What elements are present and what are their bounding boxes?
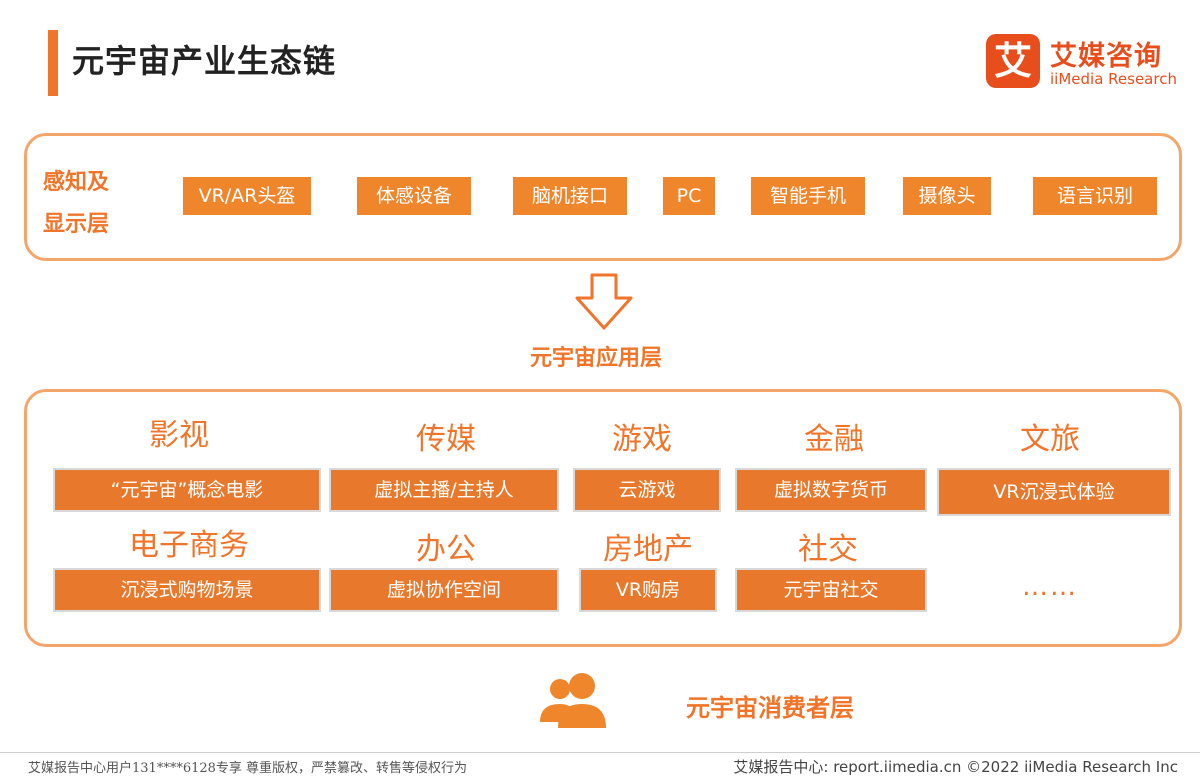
category-games: 游戏: [612, 422, 672, 457]
down-arrow-icon: [575, 273, 633, 330]
category-tourism: 文旅: [1020, 422, 1080, 457]
category-office: 办公: [416, 532, 476, 567]
footer-divider: [0, 752, 1200, 753]
device-chip: 脑机接口: [513, 177, 627, 215]
more-ellipsis: ……: [1022, 572, 1078, 602]
page-title: 元宇宙产业生态链: [72, 42, 337, 80]
category-finance: 金融: [804, 422, 864, 457]
item-chip: 虚拟主播/主持人: [329, 468, 559, 512]
perception-label-line1: 感知及: [43, 170, 110, 195]
item-chip: VR购房: [579, 568, 717, 612]
device-chip: VR/AR头盔: [183, 177, 311, 215]
item-chip: VR沉浸式体验: [937, 468, 1171, 516]
category-ecommerce: 电子商务: [129, 528, 249, 563]
item-chip: 元宇宙社交: [735, 568, 927, 612]
logo-mark: 艾: [986, 34, 1040, 88]
category-film: 影视: [149, 418, 209, 453]
perception-layer-panel: 感知及 显示层 VR/AR头盔 体感设备 脑机接口 PC 智能手机 摄像头 语言…: [24, 133, 1182, 261]
item-chip: 云游戏: [573, 468, 721, 512]
users-icon: [540, 673, 606, 728]
logo-cn-text: 艾媒咨询: [1050, 41, 1162, 72]
perception-layer-label: 感知及 显示层: [43, 162, 133, 246]
logo-en-text: iiMedia Research: [1050, 70, 1177, 88]
category-media: 传媒: [416, 422, 476, 457]
footer-source: 艾媒报告中心: report.iimedia.cn ©2022 iiMedia …: [733, 758, 1178, 776]
item-chip: 虚拟数字货币: [735, 468, 927, 512]
perception-label-line2: 显示层: [43, 212, 110, 237]
device-chip: PC: [663, 177, 715, 215]
item-chip: 虚拟协作空间: [329, 568, 559, 612]
consumer-layer-label: 元宇宙消费者层: [686, 694, 854, 722]
item-chip: 沉浸式购物场景: [53, 568, 321, 612]
device-chip: 摄像头: [903, 177, 991, 215]
item-chip: “元宇宙”概念电影: [53, 468, 321, 512]
application-layer-panel: 影视 传媒 游戏 金融 文旅 “元宇宙”概念电影 虚拟主播/主持人 云游戏 虚拟…: [24, 389, 1182, 647]
title-accent-bar: [48, 30, 58, 96]
device-chip: 语言识别: [1033, 177, 1157, 215]
category-social: 社交: [798, 532, 858, 567]
application-layer-label: 元宇宙应用层: [530, 346, 663, 371]
footer-copyright-notice: 艾媒报告中心用户131****6128专享 尊重版权，严禁篡改、转售等侵权行为: [28, 761, 468, 776]
iimedia-logo: 艾 艾媒咨询 iiMedia Research: [986, 34, 1177, 94]
category-realestate: 房地产: [603, 532, 693, 567]
device-chip: 智能手机: [751, 177, 865, 215]
device-chip: 体感设备: [357, 177, 471, 215]
